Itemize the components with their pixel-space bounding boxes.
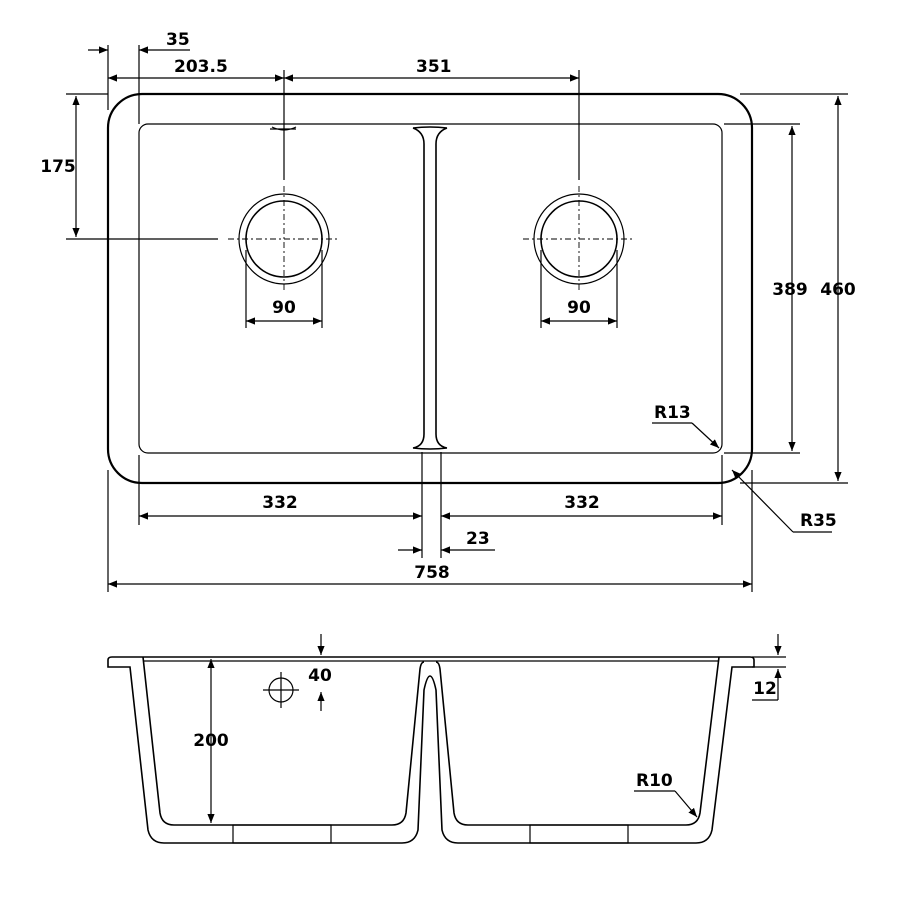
dim-label-35: 35 <box>166 30 190 50</box>
dim-label-332-left: 332 <box>262 493 298 513</box>
dim-outlet-offset: 203.5 <box>108 57 285 180</box>
dim-right-outlet-dia: 90 <box>540 250 618 328</box>
left-drain-outlet <box>228 126 340 290</box>
section-inner-right-bowl <box>435 656 720 826</box>
dim-bottom-radius: R10 <box>634 771 698 818</box>
dim-label-90-left: 90 <box>272 298 296 318</box>
dim-label-758: 758 <box>414 563 450 583</box>
dim-label-175: 175 <box>40 157 76 177</box>
dim-label-r35: R35 <box>800 511 837 531</box>
dim-label-460: 460 <box>820 280 856 300</box>
dim-overall-depth: 460 <box>740 93 856 484</box>
dim-label-389: 389 <box>772 280 808 300</box>
dim-divider-width: 23 <box>398 529 495 554</box>
dim-label-332-right: 332 <box>564 493 600 513</box>
top-view: 35 203.5 351 175 90 <box>40 30 856 592</box>
dim-inner-radius: R13 <box>652 403 720 449</box>
right-drain-outlet <box>523 186 635 290</box>
dim-outlet-depth: 175 <box>40 93 218 240</box>
section-inner-left-bowl <box>142 656 425 826</box>
dim-label-r10: R10 <box>636 771 673 791</box>
dim-left-bowl-width: 332 <box>138 452 423 558</box>
dim-label-203-5: 203.5 <box>174 57 228 77</box>
dim-left-outlet-dia: 90 <box>245 250 323 328</box>
dim-right-bowl-width: 332 <box>440 452 723 558</box>
dim-bowl-height: 200 <box>193 659 229 823</box>
dim-overflow-height: 40 <box>308 634 332 711</box>
dim-outer-radius: R35 <box>731 469 837 533</box>
dim-overall-width: 758 <box>107 470 753 592</box>
dim-label-351: 351 <box>416 57 452 77</box>
bowl-divider <box>412 126 448 450</box>
dim-bowl-depth: 389 <box>724 123 808 454</box>
outer-rim-outline <box>106 92 754 485</box>
dim-flange-offset: 35 <box>88 30 190 124</box>
dim-label-200: 200 <box>193 731 229 751</box>
overflow-hole <box>263 672 299 708</box>
section-outer-profile <box>107 656 755 844</box>
dim-label-90-right: 90 <box>567 298 591 318</box>
dim-label-40: 40 <box>308 666 332 686</box>
side-view: 40 12 200 R10 <box>107 634 786 844</box>
right-waste-base <box>529 824 629 844</box>
dim-label-23: 23 <box>466 529 490 549</box>
left-waste-base <box>232 824 332 844</box>
bowl-opening-outline <box>138 123 723 454</box>
dim-outlet-spacing: 351 <box>284 57 580 180</box>
dim-label-r13: R13 <box>654 403 691 423</box>
dim-flange-thickness: 12 <box>752 634 786 701</box>
dim-label-12: 12 <box>753 679 777 699</box>
